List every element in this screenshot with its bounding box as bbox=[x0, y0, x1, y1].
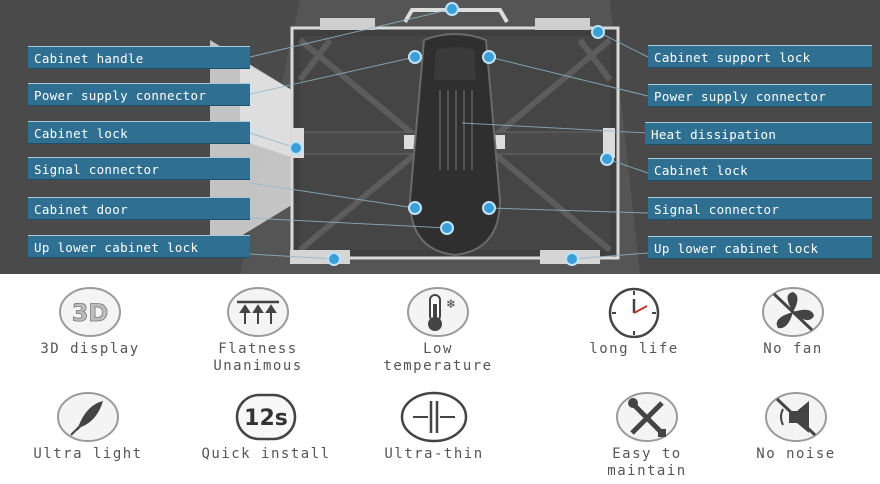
tools-icon bbox=[616, 392, 678, 442]
feature-quick-install: 12s Quick install bbox=[178, 391, 354, 463]
no-fan-icon bbox=[762, 287, 824, 337]
feature-ultra-light-caption: Ultra light bbox=[33, 446, 143, 462]
ultra-thin-icon bbox=[400, 391, 468, 443]
3d-display-icon: 3D bbox=[59, 287, 121, 337]
feature-ultra-thin: Ultra-thin bbox=[346, 391, 522, 463]
no-noise-icon bbox=[765, 392, 827, 442]
feature-no-fan-caption: No fan bbox=[763, 341, 823, 357]
feature-long-life: long life bbox=[546, 286, 722, 358]
feature-ultra-thin-caption: Ultra-thin bbox=[384, 446, 484, 462]
callout-markers bbox=[289, 2, 614, 266]
thermometer-icon: ❄ bbox=[407, 287, 469, 337]
callout-signal-connector-right: Signal connector bbox=[648, 197, 872, 220]
feature-ultra-light: Ultra light bbox=[0, 391, 176, 463]
feather-icon bbox=[57, 392, 119, 442]
callout-cabinet-support-lock: Cabinet support lock bbox=[648, 45, 872, 68]
callout-power-supply-connector-left: Power supply connector bbox=[28, 83, 250, 106]
flatness-icon bbox=[227, 287, 289, 337]
svg-text:12s: 12s bbox=[244, 406, 288, 431]
feature-long-life-caption: long life bbox=[589, 341, 679, 357]
feature-no-fan: No fan bbox=[705, 286, 880, 358]
callout-up-lower-cabinet-lock-right: Up lower cabinet lock bbox=[648, 236, 872, 259]
callout-cabinet-door: Cabinet door bbox=[28, 197, 250, 220]
callout-power-supply-connector-right: Power supply connector bbox=[648, 84, 872, 107]
callout-up-lower-cabinet-lock-left: Up lower cabinet lock bbox=[28, 235, 250, 258]
callout-heat-dissipation: Heat dissipation bbox=[645, 122, 872, 145]
feature-3d-display: 3D 3D display bbox=[2, 286, 178, 358]
feature-no-noise: No noise bbox=[708, 391, 880, 463]
callout-cabinet-lock-right: Cabinet lock bbox=[648, 158, 872, 181]
callout-cabinet-lock-left: Cabinet lock bbox=[28, 121, 250, 144]
feature-3d-display-caption: 3D display bbox=[40, 341, 140, 357]
feature-quick-install-caption: Quick install bbox=[201, 446, 331, 462]
feature-no-noise-caption: No noise bbox=[756, 446, 836, 462]
callout-signal-connector-left: Signal connector bbox=[28, 157, 250, 180]
svg-text:3D: 3D bbox=[72, 299, 109, 327]
quick-install-icon: 12s bbox=[235, 393, 297, 441]
clock-icon bbox=[608, 287, 660, 338]
callout-cabinet-handle: Cabinet handle bbox=[28, 46, 250, 69]
svg-text:❄: ❄ bbox=[446, 297, 456, 311]
cabinet-photo: Cabinet handle Power supply connector Ca… bbox=[0, 0, 880, 274]
